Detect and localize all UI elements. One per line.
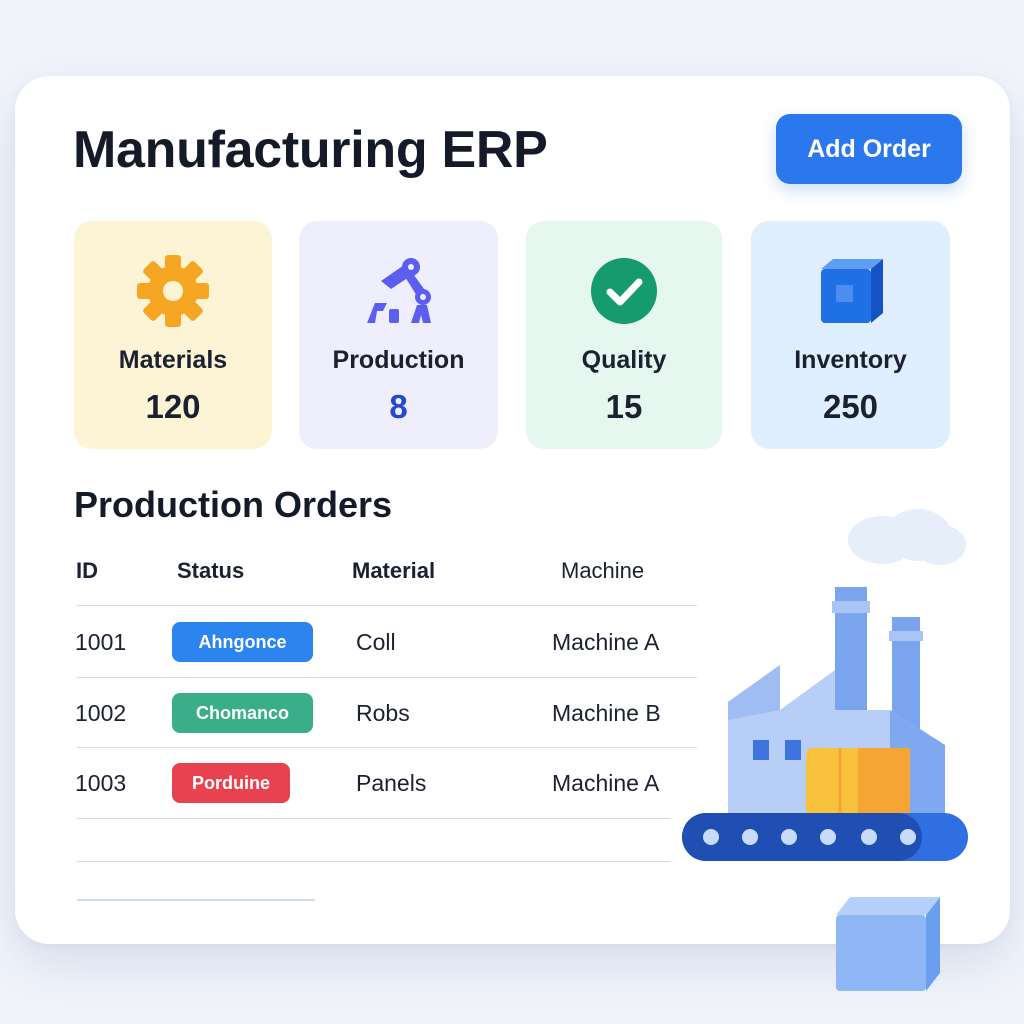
column-header-status[interactable]: Status <box>177 558 245 583</box>
order-machine: Machine A <box>552 770 660 796</box>
order-id: 1002 <box>75 700 127 726</box>
row-divider <box>77 861 671 862</box>
gear-icon <box>137 255 209 327</box>
stat-label-materials: Materials <box>118 346 228 374</box>
stat-label-production: Production <box>332 346 465 374</box>
stat-card-quality[interactable]: Quality 15 <box>526 221 722 449</box>
box-icon <box>820 259 883 323</box>
stat-card-production[interactable]: Production 8 <box>299 221 498 449</box>
stat-value-quality: 15 <box>605 388 643 425</box>
row-divider <box>77 747 697 748</box>
stat-label-inventory: Inventory <box>794 346 907 374</box>
order-material: Robs <box>356 700 410 726</box>
factory-conveyor-icon <box>682 509 968 991</box>
page-title: Manufacturing ERP <box>73 121 548 179</box>
row-divider <box>77 818 671 819</box>
stat-value-materials: 120 <box>145 388 201 425</box>
status-badge: Ahngonce <box>172 622 313 662</box>
row-divider <box>77 677 697 678</box>
row-divider <box>77 899 315 901</box>
order-machine: Machine A <box>552 629 660 655</box>
add-order-button[interactable]: Add Order <box>776 114 962 184</box>
status-badge: Porduine <box>172 763 290 803</box>
order-id: 1003 <box>75 770 127 796</box>
order-material: Panels <box>356 770 427 796</box>
column-header-id[interactable]: ID <box>76 558 98 583</box>
order-material: Coll <box>356 629 396 655</box>
section-title-production-orders: Production Orders <box>74 484 393 525</box>
robot-arm-icon <box>366 258 431 323</box>
stat-card-inventory[interactable]: Inventory 250 <box>751 221 950 449</box>
check-circle-icon <box>591 258 657 324</box>
status-badge: Chomanco <box>172 693 313 733</box>
column-header-machine[interactable]: Machine <box>561 558 645 583</box>
order-id: 1001 <box>75 629 127 655</box>
stat-card-materials[interactable]: Materials 120 <box>74 221 272 449</box>
stat-value-production: 8 <box>389 388 408 425</box>
order-machine: Machine B <box>552 700 661 726</box>
stat-value-inventory: 250 <box>822 388 879 425</box>
stat-label-quality: Quality <box>581 346 667 374</box>
header-divider <box>77 605 697 606</box>
column-header-material[interactable]: Material <box>352 558 436 583</box>
